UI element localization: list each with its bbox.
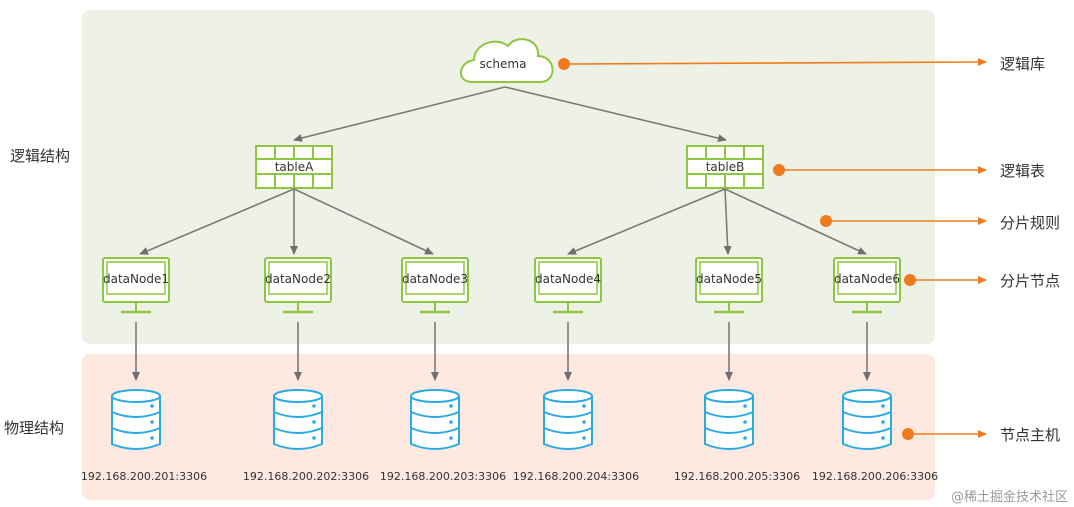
schema-to-tableB-arrow [504,86,727,143]
dataNode2-label: dataNode2 [265,272,331,286]
host1-database-icon [111,389,161,450]
tableA-to-dataNode1-arrow [139,188,295,255]
legend-schema-label: 逻辑库 [1000,55,1046,73]
rule-marker-dot [820,215,832,227]
schema-legend-arrow [569,58,987,67]
host5-address: 192.168.200.205:3306 [674,470,800,483]
dataNode6-label: dataNode6 [834,272,900,286]
legend-node-label: 分片节点 [1000,272,1061,290]
host4-database-icon [543,389,593,450]
table-marker-dot [773,164,785,176]
dataNode1-monitor-icon: dataNode1 [102,257,170,314]
watermark: @稀土掘金技术社区 [950,490,1068,505]
schema-to-tableA-arrow [293,86,506,142]
schema-label: schema [480,57,527,71]
dataNode3-monitor-icon: dataNode3 [401,257,469,314]
host-marker-dot [902,428,914,440]
tableB-to-dataNode6-arrow [724,188,867,255]
tableB-to-dataNode4-arrow [567,188,726,255]
legend-table-label: 逻辑表 [1000,162,1046,180]
host4-address: 192.168.200.204:3306 [513,470,639,483]
dataNode3-label: dataNode3 [402,272,468,286]
dataNode1-label: dataNode1 [103,272,169,286]
host3-address: 192.168.200.203:3306 [380,470,506,483]
schema-marker-dot [558,58,570,70]
dataNode5-label: dataNode5 [696,272,762,286]
dataNode5-monitor-icon: dataNode5 [695,257,763,314]
logical-structure-label: 逻辑结构 [10,147,71,165]
legend-host-label: 节点主机 [1000,426,1061,444]
legend-connectors [558,58,987,440]
tableB-label: tableB [706,160,745,174]
dataNode4-label: dataNode4 [535,272,601,286]
host5-database-icon [704,389,754,450]
physical-structure-label: 物理结构 [4,419,65,437]
dataNode4-monitor-icon: dataNode4 [534,257,602,314]
tableB-to-dataNode5-arrow [723,188,732,255]
tableA-to-dataNode3-arrow [293,188,434,255]
host1-address: 192.168.200.201:3306 [81,470,207,483]
tableA-label: tableA [275,160,314,174]
host6-database-icon [842,389,892,450]
dataNode6-monitor-icon: dataNode6 [833,257,901,314]
host2-address: 192.168.200.202:3306 [243,470,369,483]
legend-rule-label: 分片规则 [1000,214,1061,232]
host6-address: 192.168.200.206:3306 [812,470,938,483]
host3-database-icon [410,389,460,450]
tableB-icon: tableB [686,145,764,189]
schema-cloud-icon: schema [460,38,554,83]
physical-structure-panel [82,354,935,500]
dataNode2-monitor-icon: dataNode2 [264,257,332,314]
host2-database-icon [273,389,323,450]
tableA-icon: tableA [255,145,333,189]
node-marker-dot [904,274,916,286]
